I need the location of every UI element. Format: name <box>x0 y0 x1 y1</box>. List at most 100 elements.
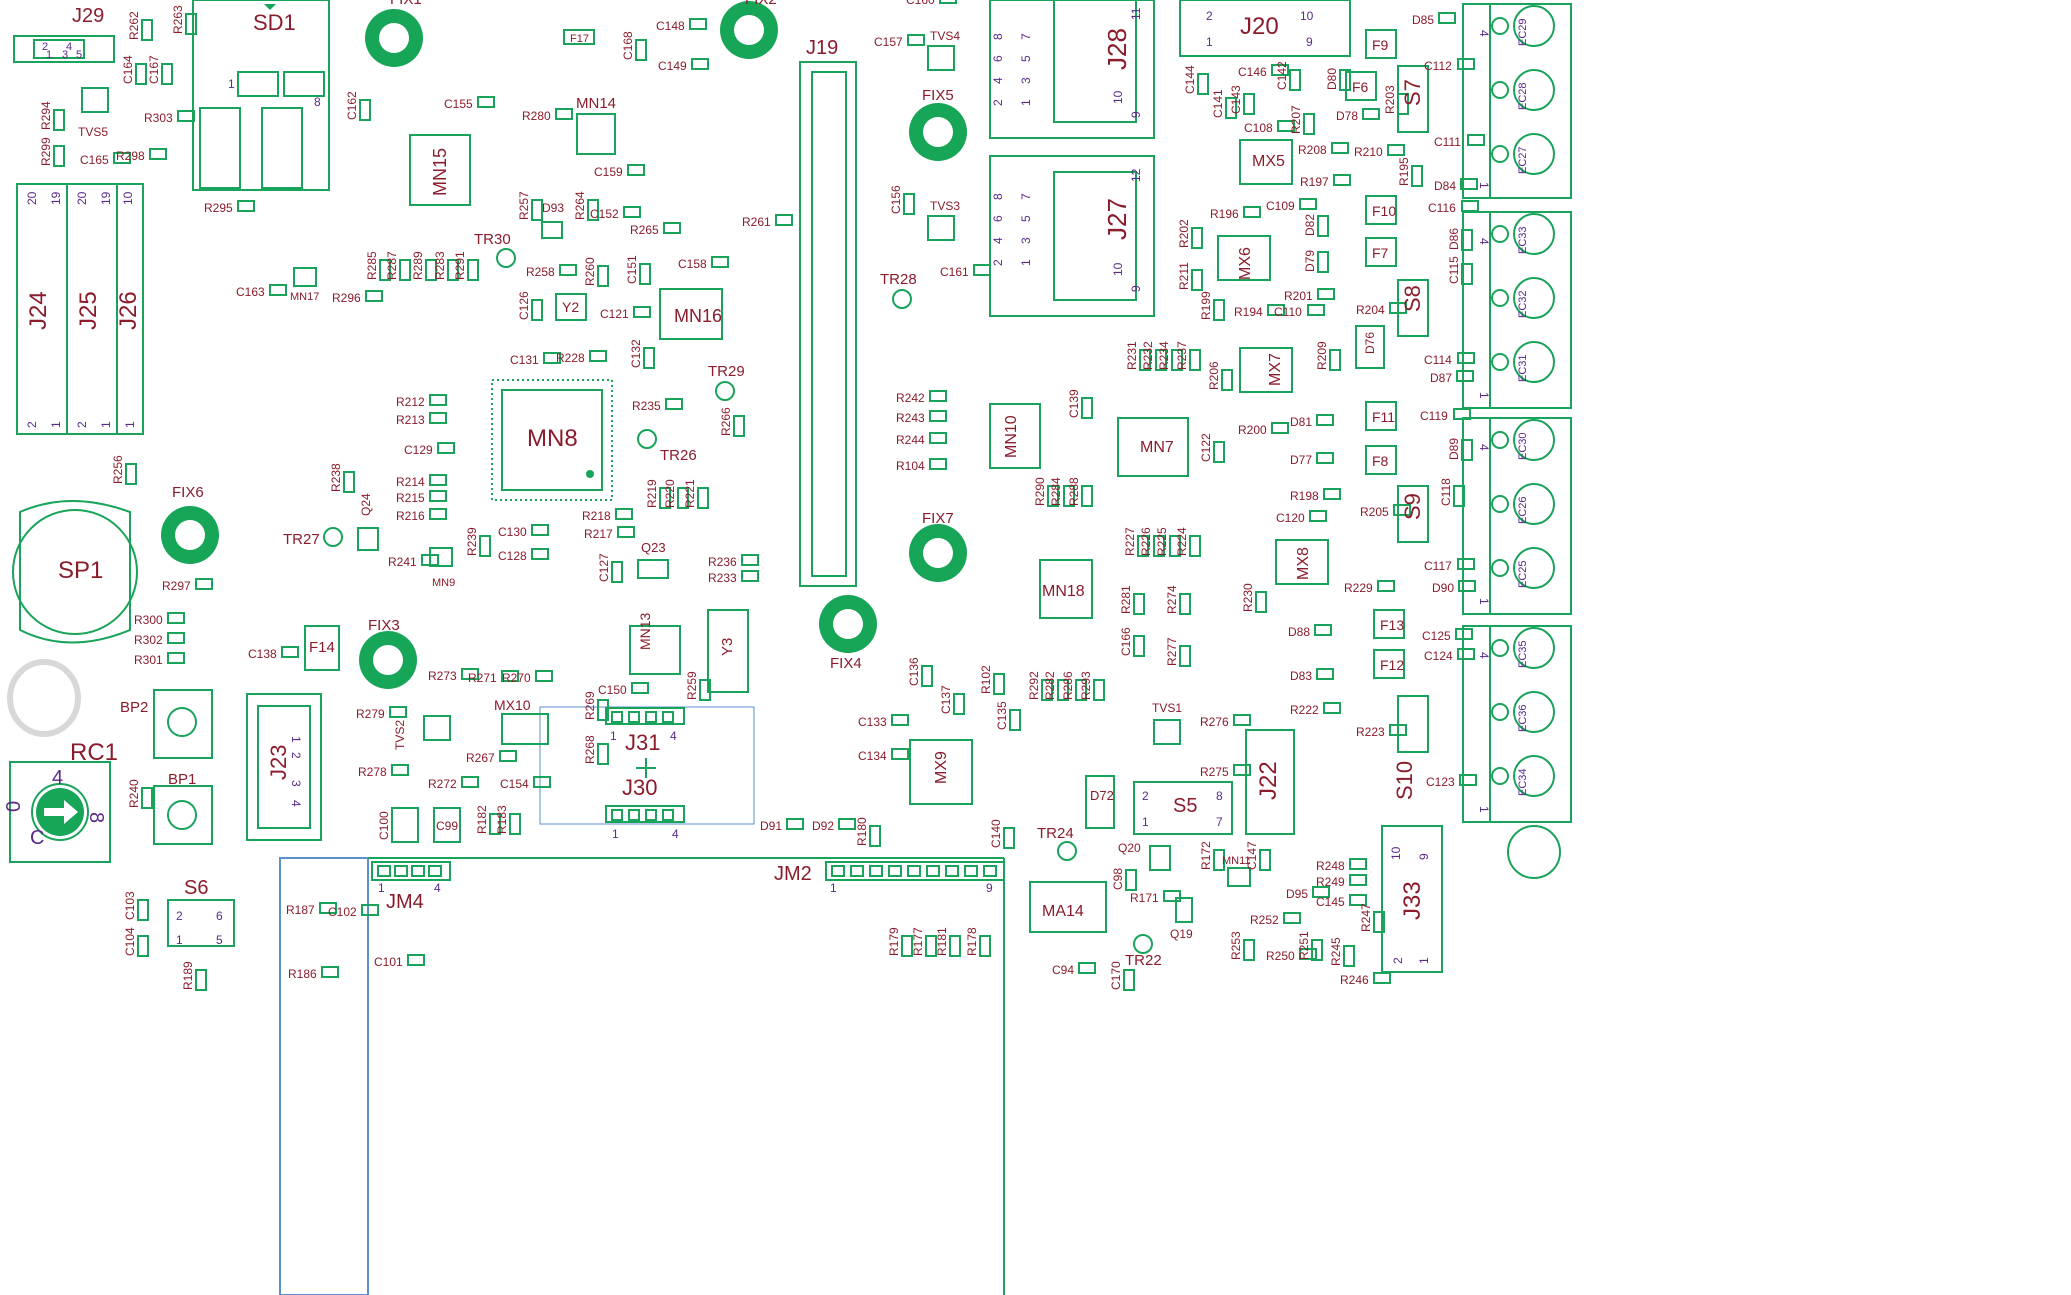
smd-c125 <box>1455 628 1473 640</box>
terminal-block <box>1462 211 1572 409</box>
smd-r239 <box>479 535 491 557</box>
terminal-screw <box>1491 81 1509 99</box>
smd-r276 <box>1233 714 1251 726</box>
label-s9: S9 <box>1400 493 1425 520</box>
smd-r303 <box>177 110 195 122</box>
terminal-screw-head <box>1513 213 1555 255</box>
transistor-q20 <box>1149 845 1171 871</box>
label-c158: C158 <box>678 257 707 271</box>
mounting-ghost <box>7 659 81 737</box>
pin-number: 1 <box>46 49 52 61</box>
smd-c162 <box>359 99 371 121</box>
pin-number: 19 <box>49 191 63 205</box>
label-ec30: EC30 <box>1517 432 1529 460</box>
pin-number: 2 <box>289 752 303 759</box>
label-c135: C135 <box>995 701 1009 730</box>
label-j26: J26 <box>115 291 142 330</box>
label-c128: C128 <box>498 549 527 563</box>
pin-number: 4 <box>1477 30 1491 37</box>
smd-d82 <box>1317 215 1329 237</box>
smd-c110 <box>1307 304 1325 316</box>
label-mn16: MN16 <box>674 306 722 326</box>
jm4-pad <box>377 865 391 877</box>
label-tr28: TR28 <box>880 271 917 288</box>
pin-number: 4 <box>434 881 441 895</box>
terminal-screw-head <box>1513 755 1555 797</box>
smd-r290 <box>1047 485 1059 507</box>
smd-d89 <box>1461 439 1473 461</box>
smd-r281 <box>1133 593 1145 615</box>
smd-c128 <box>531 548 549 560</box>
smd-r232 <box>1155 349 1167 371</box>
label-d91: D91 <box>760 819 782 833</box>
smd-r259 <box>699 679 711 701</box>
pin-number: 6 <box>991 215 1005 222</box>
label-c130: C130 <box>498 525 527 539</box>
pin-number: 1 <box>49 421 63 428</box>
label-s6: S6 <box>184 877 208 899</box>
label-r209: R209 <box>1315 341 1329 370</box>
label-mx7: MX7 <box>1267 353 1284 386</box>
label-c161: C161 <box>940 265 969 279</box>
pin-number: 9 <box>1306 35 1313 49</box>
label-j22: J22 <box>1255 761 1282 800</box>
j31-pad <box>662 711 674 723</box>
smd-r291 <box>467 259 479 281</box>
terminal-screw <box>1491 225 1509 243</box>
label-mx6: MX6 <box>1237 247 1254 280</box>
label-r221: R221 <box>683 479 697 508</box>
pin-number: 11 <box>1129 7 1143 20</box>
label-r223: R223 <box>1356 725 1385 739</box>
pin-number: 1 <box>289 736 303 743</box>
jm2-pad <box>964 865 978 877</box>
test-point-tr30 <box>496 248 516 268</box>
label-y2: Y2 <box>562 299 579 315</box>
pin-number: 2 <box>75 421 89 428</box>
diode-d93 <box>541 221 563 239</box>
pin-number: 8 <box>85 812 107 823</box>
transistor-q24 <box>357 527 379 551</box>
label-c156: C156 <box>889 185 903 214</box>
terminal-screw-head <box>1513 5 1555 47</box>
label-mn7: MN7 <box>1140 439 1174 456</box>
label-r208: R208 <box>1298 143 1327 157</box>
label-r210: R210 <box>1354 145 1383 159</box>
label-c166: C166 <box>1119 627 1133 656</box>
label-f6: F6 <box>1352 79 1369 95</box>
smd-r200 <box>1271 422 1289 434</box>
smd-r180 <box>869 825 881 847</box>
label-c164: C164 <box>121 55 135 84</box>
label-r222: R222 <box>1290 703 1319 717</box>
smd-r289 <box>425 259 437 281</box>
terminal-screw <box>1491 145 1509 163</box>
label-r233: R233 <box>708 571 737 585</box>
label-c150: C150 <box>598 683 627 697</box>
smd-r186 <box>321 966 339 978</box>
label-r216: R216 <box>396 509 425 523</box>
j31-pad <box>628 711 640 723</box>
pin-number: 1 <box>610 729 617 743</box>
label-r267: R267 <box>466 751 495 765</box>
smd-c102 <box>361 904 379 916</box>
terminal-screw-head <box>1513 627 1555 669</box>
pin-number: 0 <box>3 801 25 812</box>
label-r293: R293 <box>1079 671 1093 700</box>
smd-c165 <box>113 152 131 164</box>
smd-c151 <box>639 263 651 285</box>
pin-number: 10 <box>1111 90 1125 104</box>
terminal-screw <box>1491 353 1509 371</box>
smd-r244 <box>929 432 947 444</box>
pin-number: 2 <box>1206 9 1213 23</box>
pin-number: 1 <box>1477 392 1491 399</box>
label-r300: R300 <box>134 613 163 627</box>
label-mn14: MN14 <box>576 95 616 112</box>
smd-r299 <box>53 145 65 167</box>
label-r199: R199 <box>1199 291 1213 320</box>
label-r244: R244 <box>896 433 925 447</box>
smd-r261 <box>775 214 793 226</box>
smd-r262 <box>141 19 153 41</box>
smd-r178 <box>979 935 991 957</box>
smd-c142 <box>1289 69 1301 91</box>
fuse-f6 <box>1345 71 1377 101</box>
crystal-y2 <box>555 293 587 321</box>
